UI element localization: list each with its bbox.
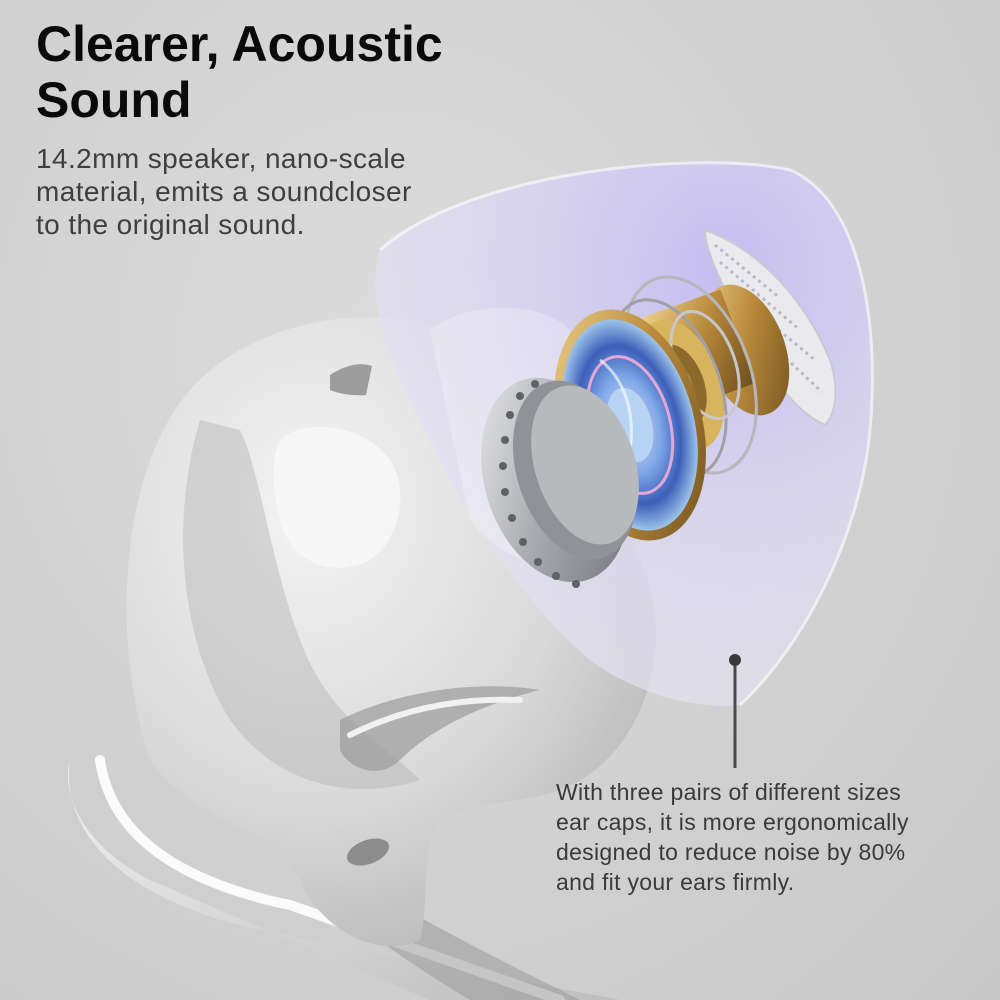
ear-cap-callout: With three pairs of different sizes ear …	[556, 777, 976, 897]
speaker-description-line-2: material, emits a soundcloser	[36, 176, 412, 207]
front-cover	[480, 377, 639, 588]
headline: Clearer, Acoustic Sound	[36, 16, 596, 128]
earbud-highlight	[273, 426, 401, 568]
earbud-groove-light	[347, 696, 523, 738]
ear-cap-callout-line-2: ear caps, it is more ergonomically	[556, 809, 909, 835]
ear-tip-edge	[379, 161, 874, 707]
ear-cap-callout-line-1: With three pairs of different sizes	[556, 779, 901, 805]
ear-cap-callout-line-4: and fit your ears firmly.	[556, 869, 795, 895]
earbud-stem	[68, 760, 621, 1000]
headline-line-1: Clearer, Acoustic	[36, 16, 443, 72]
speaker-description-line-3: to the original sound.	[36, 209, 305, 240]
earbud-mic	[346, 838, 390, 866]
speaker-description: 14.2mm speaker, nano-scale material, emi…	[36, 142, 496, 241]
earbud-vent	[330, 364, 372, 396]
earbud-stem-rim	[95, 755, 565, 1000]
callout-leader-dot	[729, 654, 741, 666]
speaker-description-line-1: 14.2mm speaker, nano-scale	[36, 143, 406, 174]
earbud-shell-shadow	[183, 420, 420, 790]
earbud-groove	[340, 686, 540, 771]
headline-line-2: Sound	[36, 72, 192, 128]
ear-cap-callout-line-3: designed to reduce noise by 80%	[556, 839, 906, 865]
